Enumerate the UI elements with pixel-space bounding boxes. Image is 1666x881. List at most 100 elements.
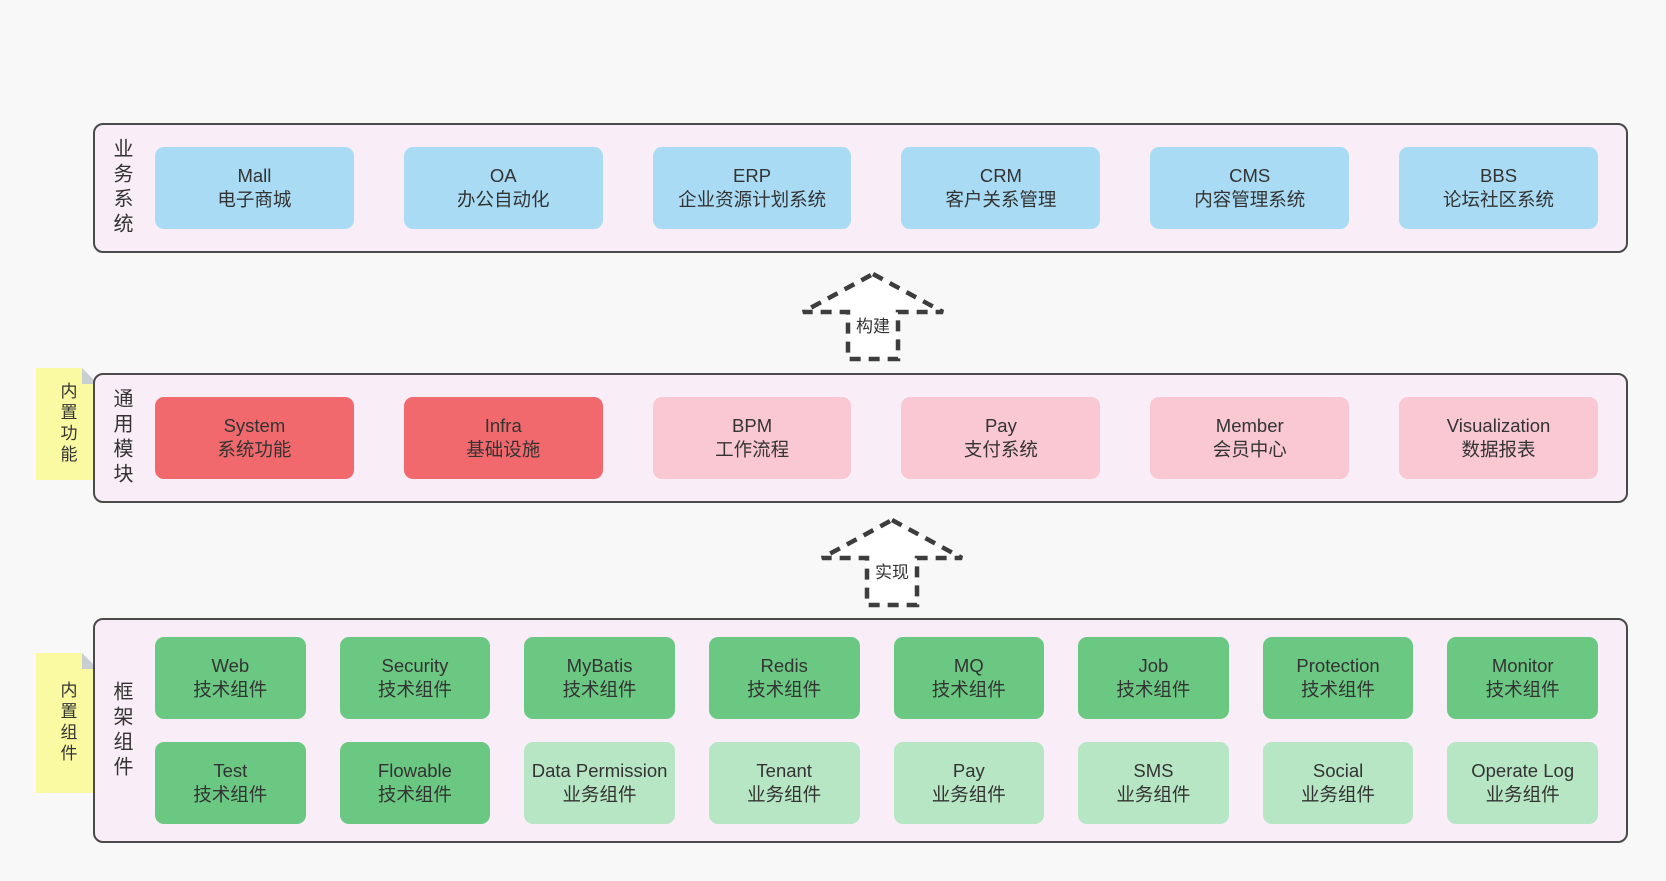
box-desc: 系统功能 [217, 439, 292, 460]
box-desc: 企业资源计划系统 [678, 189, 827, 210]
build-arrow-label: 构建 [853, 312, 893, 337]
box-desc: 电子商城 [217, 189, 292, 210]
box-desc: 内容管理系统 [1194, 189, 1306, 210]
box-title: Member [1215, 414, 1284, 436]
module-box-cms: CMS 内容管理系统 [1150, 147, 1350, 229]
module-box-redis: Redis 技术组件 [708, 637, 860, 719]
box-desc: 技术组件 [1301, 679, 1376, 700]
box-desc: 基础设施 [466, 439, 541, 460]
box-title: Pay [984, 414, 1017, 436]
box-desc: 论坛社区系统 [1443, 189, 1555, 210]
box-title: MyBatis [566, 654, 633, 676]
box-desc: 会员中心 [1212, 439, 1287, 460]
sticky-note-label: 内置功能 [57, 382, 77, 466]
module-box-infra: Infra 基础设施 [403, 397, 603, 479]
box-desc: 业务组件 [931, 784, 1006, 805]
module-box-data-permission: Data Permission 业务组件 [524, 742, 675, 824]
box-title: Mall [237, 164, 272, 186]
box-title: Redis [760, 654, 808, 676]
module-box-sms: SMS 业务组件 [1078, 742, 1229, 824]
layer-panel-common-modules: 通用模块 System 系统功能 Infra 基础设施 BPM 工作流程 Pay 支付系统 Me… [93, 373, 1628, 503]
box-title: Security [381, 654, 449, 676]
box-desc: 技术组件 [377, 784, 452, 805]
layer-box-rows: System 系统功能 Infra 基础设施 BPM 工作流程 Pay 支付系统 Member 会… [131, 397, 1626, 479]
build-arrow: 构建 [793, 268, 953, 364]
module-box-mq: MQ 技术组件 [893, 637, 1045, 719]
module-box-bbs: BBS 论坛社区系统 [1399, 147, 1598, 229]
module-box-tenant: Tenant 业务组件 [708, 742, 860, 824]
module-box-mall: Mall 电子商城 [155, 147, 354, 229]
box-desc: 支付系统 [963, 439, 1038, 460]
box-title: SMS [1133, 759, 1174, 781]
layer-title: 通用模块 [110, 388, 132, 488]
module-box-pay: Pay 支付系统 [901, 397, 1101, 479]
box-desc: 业务组件 [562, 784, 637, 805]
box-desc: 业务组件 [747, 784, 822, 805]
box-title: Tenant [756, 759, 812, 781]
box-desc: 技术组件 [193, 679, 268, 700]
box-title: Monitor [1491, 654, 1554, 676]
box-desc: 技术组件 [1485, 679, 1560, 700]
module-box-flowable: Flowable 技术组件 [339, 742, 491, 824]
box-title: Infra [484, 414, 522, 436]
sticky-note-built-in-components: 内置组件 [36, 653, 98, 793]
module-box-monitor: Monitor 技术组件 [1447, 637, 1598, 719]
box-title: CRM [979, 164, 1022, 186]
box-title: Job [1138, 654, 1169, 676]
box-title: MQ [953, 654, 984, 676]
implement-arrow-label: 实现 [872, 558, 912, 583]
box-title: Pay [952, 759, 985, 781]
box-title: Data Permission [531, 759, 668, 781]
layer-title: 业务系统 [110, 138, 132, 238]
layer-title: 框架组件 [110, 680, 132, 781]
box-title: Flowable [377, 759, 452, 781]
box-title: Operate Log [1471, 759, 1575, 781]
module-box-visualization: Visualization 数据报表 [1399, 397, 1598, 479]
box-desc: 业务组件 [1301, 784, 1376, 805]
module-box-job: Job 技术组件 [1078, 637, 1229, 719]
module-box-web: Web 技术组件 [155, 637, 306, 719]
box-desc: 办公自动化 [456, 189, 550, 210]
box-desc: 技术组件 [747, 679, 822, 700]
box-desc: 客户关系管理 [945, 189, 1057, 210]
box-title: BBS [1480, 164, 1518, 186]
box-row: System 系统功能 Infra 基础设施 BPM 工作流程 Pay 支付系统 Member 会… [155, 397, 1598, 479]
module-box-erp: ERP 企业资源计划系统 [652, 147, 852, 229]
box-title: System [223, 414, 286, 436]
module-box-operate-log: Operate Log 业务组件 [1447, 742, 1598, 824]
box-desc: 工作流程 [715, 439, 790, 460]
box-title: Social [1312, 759, 1364, 781]
box-desc: 技术组件 [562, 679, 637, 700]
box-title: Visualization [1446, 414, 1551, 436]
module-box-crm: CRM 客户关系管理 [901, 147, 1101, 229]
box-title: Test [213, 759, 248, 781]
box-desc: 业务组件 [1116, 784, 1191, 805]
sticky-note-label: 内置组件 [57, 681, 77, 765]
box-title: CMS [1229, 164, 1271, 186]
module-box-pay: Pay 业务组件 [893, 742, 1045, 824]
implement-arrow: 实现 [812, 514, 972, 610]
box-title: Web [211, 654, 250, 676]
box-desc: 技术组件 [377, 679, 452, 700]
box-desc: 技术组件 [1116, 679, 1191, 700]
box-desc: 技术组件 [931, 679, 1006, 700]
sticky-note-built-in-features: 内置功能 [36, 368, 98, 480]
box-desc: 业务组件 [1485, 784, 1560, 805]
box-title: BPM [732, 414, 773, 436]
module-box-social: Social 业务组件 [1262, 742, 1414, 824]
box-title: ERP [733, 164, 772, 186]
box-desc: 数据报表 [1461, 439, 1536, 460]
module-box-security: Security 技术组件 [339, 637, 491, 719]
module-box-bpm: BPM 工作流程 [652, 397, 852, 479]
box-title: Protection [1296, 654, 1380, 676]
